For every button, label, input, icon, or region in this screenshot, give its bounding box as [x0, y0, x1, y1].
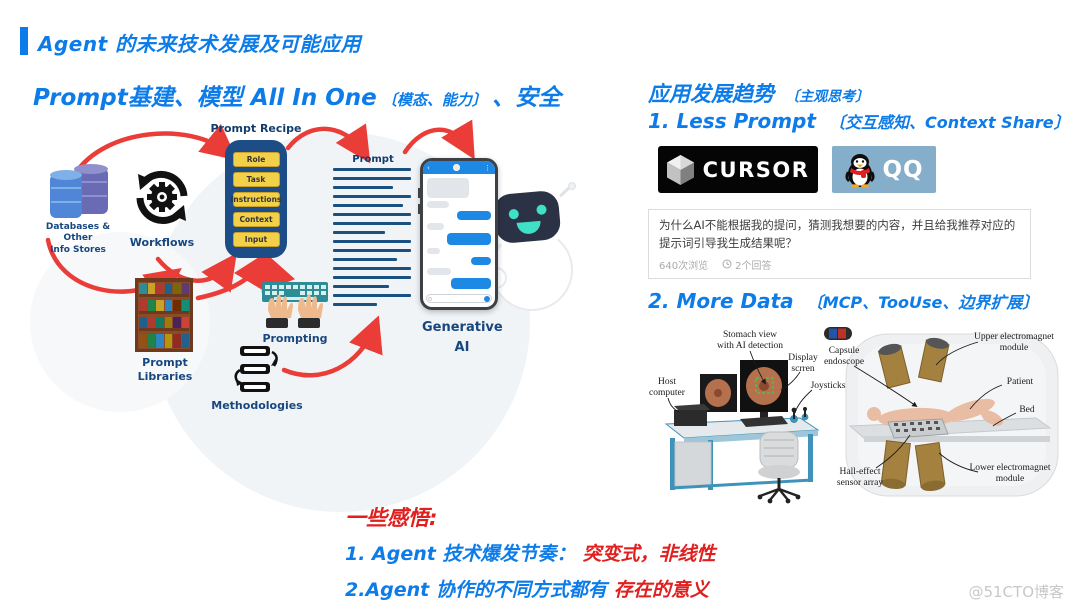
chat-bubble-left: [427, 268, 451, 275]
phone-side-button: [418, 188, 420, 198]
chat-bubble-right: [447, 233, 491, 245]
trend1-heading-main: 1. Less Prompt: [648, 109, 816, 133]
chat-bubble-left: [427, 248, 440, 254]
trend2-heading-main: 2. More Data: [648, 289, 794, 313]
chat-bubble-right: [457, 211, 491, 220]
watermark: @51CTO博客: [968, 583, 1064, 601]
recipe-item-context: Context: [232, 211, 280, 227]
chat-screen: ‹ ⋮: [423, 161, 495, 307]
takeaway-line-1: 1. Agent 技术爆发节奏：突变式，非线性: [345, 543, 716, 565]
label-patient: Patient: [1007, 377, 1034, 387]
trend2-heading-sub: 〔MCP、TooUse、边界扩展〕: [806, 293, 1039, 312]
methodologies-icon: [234, 346, 278, 392]
left-section-heading: Prompt基建、模型 All In One 〔模态、能力〕 、安全: [33, 78, 561, 112]
cursor-logo: CURSOR: [658, 146, 818, 193]
workflows-icon: [136, 170, 188, 225]
chat-bubble-left: [427, 223, 444, 230]
right-section-heading: 应用发展趋势 〔主观思考〕: [648, 78, 869, 108]
sensor-array-grid: [887, 418, 949, 439]
label-bed: Bed: [1019, 405, 1035, 415]
prompt-recipe-card: Role Task Instructions Context Input: [225, 140, 287, 258]
takeaway-line-2: 2.Agent 协作的不同方式都有存在的意义: [345, 579, 709, 601]
chat-bubble-right: [471, 257, 491, 265]
display-monitors: [700, 360, 788, 418]
recipe-item-task: Task: [232, 171, 280, 187]
host-computer-box: [674, 404, 710, 426]
trend1-heading: 1. Less Prompt 〔交互感知、Context Share〕: [648, 109, 1070, 133]
menu-dots-icon: ⋮: [484, 163, 491, 172]
trend2-heading: 2. More Data 〔MCP、TooUse、边界扩展〕: [648, 289, 1038, 313]
recipe-item-instructions: Instructions: [231, 191, 281, 207]
methodologies-label: Methodologies: [211, 399, 303, 412]
answer-count: 2个回答: [722, 257, 771, 272]
qq-logo-text: QQ: [882, 156, 924, 183]
prompt-libraries-label: Prompt Libraries: [137, 356, 193, 383]
left-heading-tail: 、安全: [491, 85, 561, 111]
keyboard: [740, 416, 788, 427]
lower-electromagnet-cylinders: [880, 440, 946, 492]
title-accent-bar: [20, 27, 28, 55]
upper-electromagnet-cylinders: [877, 337, 950, 389]
page-title: Agent 的未来技术发展及可能应用: [38, 32, 362, 56]
recipe-item-role: Role: [232, 151, 280, 167]
recipe-item-input: Input: [232, 231, 280, 247]
databases-label: Databases & Other Info Stores: [45, 222, 111, 255]
takeaways-heading: 一些感悟:: [345, 506, 438, 530]
chat-avatar: [453, 164, 461, 171]
answers-icon: [722, 259, 732, 269]
attach-icon: [428, 296, 432, 301]
workflows-label: Workflows: [129, 236, 195, 249]
databases-icon: [50, 164, 108, 218]
qa-question-card: 为什么AI不能根据我的提问，猜测我想要的内容，并且给我推荐对应的提示词引导我生成…: [648, 209, 1031, 279]
label-joysticks: Joysticks: [811, 381, 846, 391]
chat-bubble-left: [427, 178, 469, 198]
bookshelf-icon: [135, 278, 193, 352]
view-count: 640次浏览: [659, 260, 709, 272]
prompt-doc-label: Prompt: [352, 154, 394, 165]
qa-question-text: 为什么AI不能根据我的提问，猜测我想要的内容，并且给我推荐对应的提示词引导我生成…: [659, 218, 1016, 250]
office-chair: [757, 431, 801, 504]
robot-mascot: [485, 182, 576, 311]
joysticks: [790, 407, 809, 423]
qq-penguin-icon: [845, 153, 875, 188]
takeaways-section: 一些感悟: 1. Agent 技术爆发节奏：突变式，非线性 2.Agent 协作…: [345, 502, 715, 611]
trend1-heading-sub: 〔交互感知、Context Share〕: [829, 113, 1070, 132]
prompting-label: Prompting: [262, 332, 328, 345]
back-chevron-icon: ‹: [427, 163, 430, 172]
phone-mockup: ‹ ⋮: [418, 158, 498, 310]
chat-top-bar: ‹ ⋮: [423, 161, 495, 174]
chat-bubble-left: [427, 201, 449, 208]
chat-bubble-right: [451, 278, 491, 289]
right-heading-main: 应用发展趋势: [648, 82, 774, 106]
capsule-endoscope-icon: [824, 327, 852, 340]
chat-input-bar: [426, 294, 492, 303]
phone-side-button: [418, 204, 420, 214]
qq-logo: QQ: [832, 146, 936, 193]
left-heading-sub: 〔模态、能力〕: [381, 91, 487, 109]
generative-ai-label: Generative AI: [422, 320, 503, 355]
prompting-icon: [262, 282, 328, 328]
send-button-icon: [484, 295, 490, 302]
chat-messages: [423, 174, 495, 292]
right-heading-sub: 〔主观思考〕: [785, 89, 870, 105]
prompt-text-lines: [333, 168, 413, 312]
cursor-logo-text: CURSOR: [702, 157, 810, 182]
prompt-workflow-diagram: Databases & Other Info Stores Workflows …: [30, 112, 590, 512]
prompt-recipe-title: Prompt Recipe: [210, 122, 302, 135]
cursor-cube-icon: [666, 154, 694, 185]
left-heading-main: Prompt基建、模型 All In One: [33, 85, 377, 111]
qa-stats-row: 640次浏览 2个回答: [659, 257, 1020, 272]
